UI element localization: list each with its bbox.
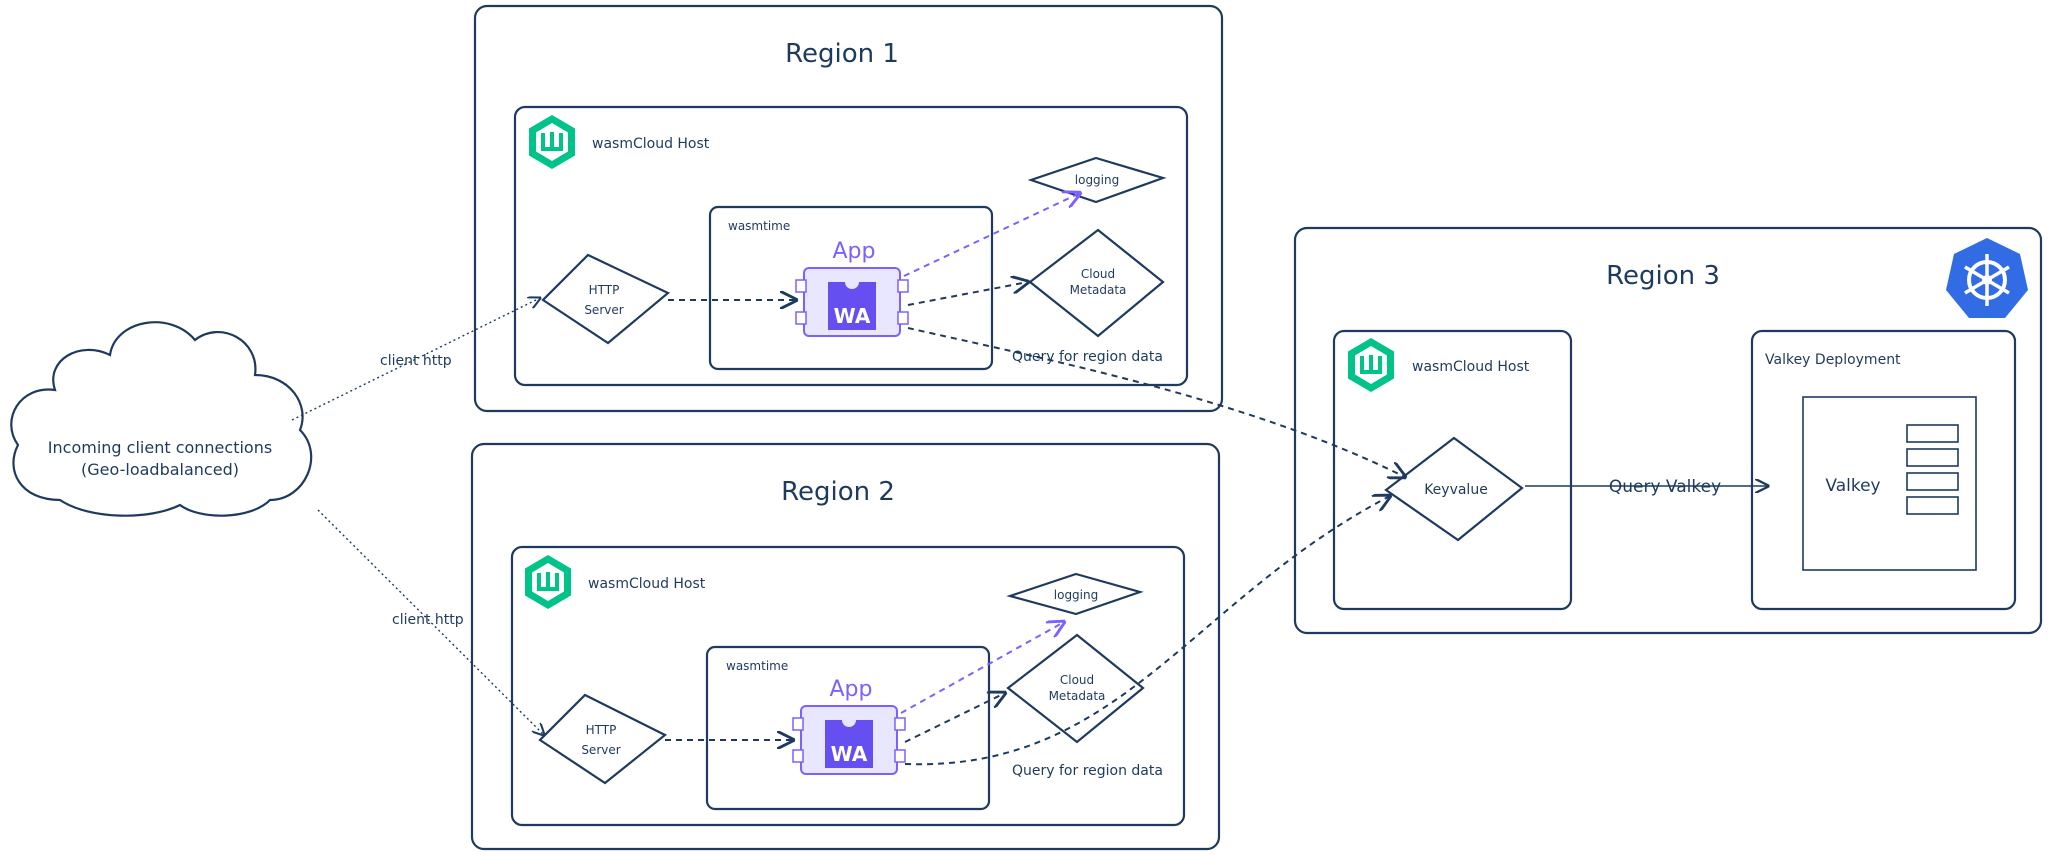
wasmcloud-logo-icon xyxy=(1348,338,1394,392)
region-2-box xyxy=(470,442,1221,851)
region-1-host-box xyxy=(513,105,1189,387)
webassembly-icon: WA xyxy=(825,720,873,768)
logging-diamond xyxy=(1006,572,1144,616)
region-2-app-component: App WA xyxy=(792,677,906,775)
database-stack-icon xyxy=(1906,424,1959,515)
region-2-app-to-metadata-arrow xyxy=(904,693,1005,743)
keyvalue-label: Keyvalue xyxy=(1424,482,1488,498)
region-2-http-server: HTTP Server xyxy=(538,693,668,785)
query-valkey-label: Query Valkey xyxy=(1609,477,1721,497)
region-2-wasmtime-box xyxy=(705,645,991,811)
valkey-deployment-box xyxy=(1750,329,2017,611)
region-2-query-region-data-arrow xyxy=(904,496,1390,766)
region-2: Region 2 wasmCloud Host wasmtime App WA … xyxy=(470,442,1221,851)
region-1-http-server: HTTP Server xyxy=(541,253,671,345)
client-http-label-region2: client http xyxy=(392,612,464,628)
cloud-metadata-diamond xyxy=(1006,633,1145,744)
region-3-host-label: wasmCloud Host xyxy=(1412,359,1530,375)
region-2-wa-label: WA xyxy=(831,742,868,766)
region-2-query-label: Query for region data xyxy=(1012,763,1163,779)
region-2-cloud-meta-line2: Metadata xyxy=(1049,689,1106,703)
region-1: Region 1 wasmCloud Host wasmtime App WA … xyxy=(473,4,1224,413)
region-2-title: Region 2 xyxy=(781,477,895,507)
region-3-host-box xyxy=(1332,329,1573,611)
logging-diamond xyxy=(1027,156,1167,204)
region-2-http-line1: HTTP xyxy=(586,723,617,737)
valkey-deployment-label: Valkey Deployment xyxy=(1765,352,1901,368)
region-1-cloud-meta-line1: Cloud xyxy=(1081,267,1115,281)
http-server-diamond xyxy=(541,253,671,345)
valkey-label: Valkey xyxy=(1825,476,1880,496)
region-1-logging-label: logging xyxy=(1075,173,1119,187)
region-1-title: Region 1 xyxy=(785,39,899,69)
region-1-box xyxy=(473,4,1224,413)
webassembly-icon: WA xyxy=(828,282,876,330)
region-2-app-label: App xyxy=(830,677,873,702)
region-2-http-line2: Server xyxy=(581,743,620,757)
wasmcloud-logo-icon xyxy=(525,555,571,609)
valkey-node-box xyxy=(1802,396,1977,571)
http-server-diamond xyxy=(538,693,668,785)
region-1-app-component: App WA xyxy=(795,239,909,337)
region-1-http-line2: Server xyxy=(584,303,623,317)
region-2-app-to-logging-arrow xyxy=(900,622,1064,714)
region-1-http-line1: HTTP xyxy=(589,283,620,297)
region-3: Region 3 wasmCloud Host Keyvalue Valkey … xyxy=(1293,226,2043,635)
region-1-app-to-metadata-arrow xyxy=(907,282,1028,306)
region-2-logging-label: logging xyxy=(1054,588,1098,602)
region-1-app-label: App xyxy=(833,239,876,264)
cloud-label-line1: Incoming client connections xyxy=(48,438,272,457)
region-1-wa-label: WA xyxy=(834,304,871,328)
region-2-cloud-metadata: Cloud Metadata xyxy=(1006,633,1145,744)
keyvalue-node: Keyvalue xyxy=(1384,436,1524,542)
region-2-wasmtime-label: wasmtime xyxy=(726,659,788,673)
region-1-query-label: Query for region data xyxy=(1012,349,1163,365)
cloud-metadata-diamond xyxy=(1028,228,1165,338)
region-2-host-box xyxy=(510,545,1186,827)
region-2-host-label: wasmCloud Host xyxy=(588,576,706,592)
client-http-label-region1: client http xyxy=(380,353,452,369)
kubernetes-icon xyxy=(1946,238,2028,318)
region-1-wasmtime-box xyxy=(708,205,994,371)
client-http-link-region1 xyxy=(291,298,540,421)
region-1-cloud-meta-line2: Metadata xyxy=(1070,283,1127,297)
region-1-host-label: wasmCloud Host xyxy=(592,136,710,152)
region-1-cloud-metadata: Cloud Metadata xyxy=(1028,228,1165,338)
region-2-cloud-meta-line1: Cloud xyxy=(1060,673,1094,687)
region-1-logging: logging xyxy=(1027,156,1167,204)
cloud-shape xyxy=(10,321,313,517)
cloud-label-line2: (Geo-loadbalanced) xyxy=(81,460,239,479)
client-http-link-region2 xyxy=(317,509,544,735)
region-3-title: Region 3 xyxy=(1606,261,1720,291)
region-2-logging: logging xyxy=(1006,572,1144,616)
wasmcloud-logo-icon xyxy=(529,115,575,169)
region-1-wasmtime-label: wasmtime xyxy=(728,219,790,233)
client-cloud: Incoming client connections (Geo-loadbal… xyxy=(10,321,313,517)
